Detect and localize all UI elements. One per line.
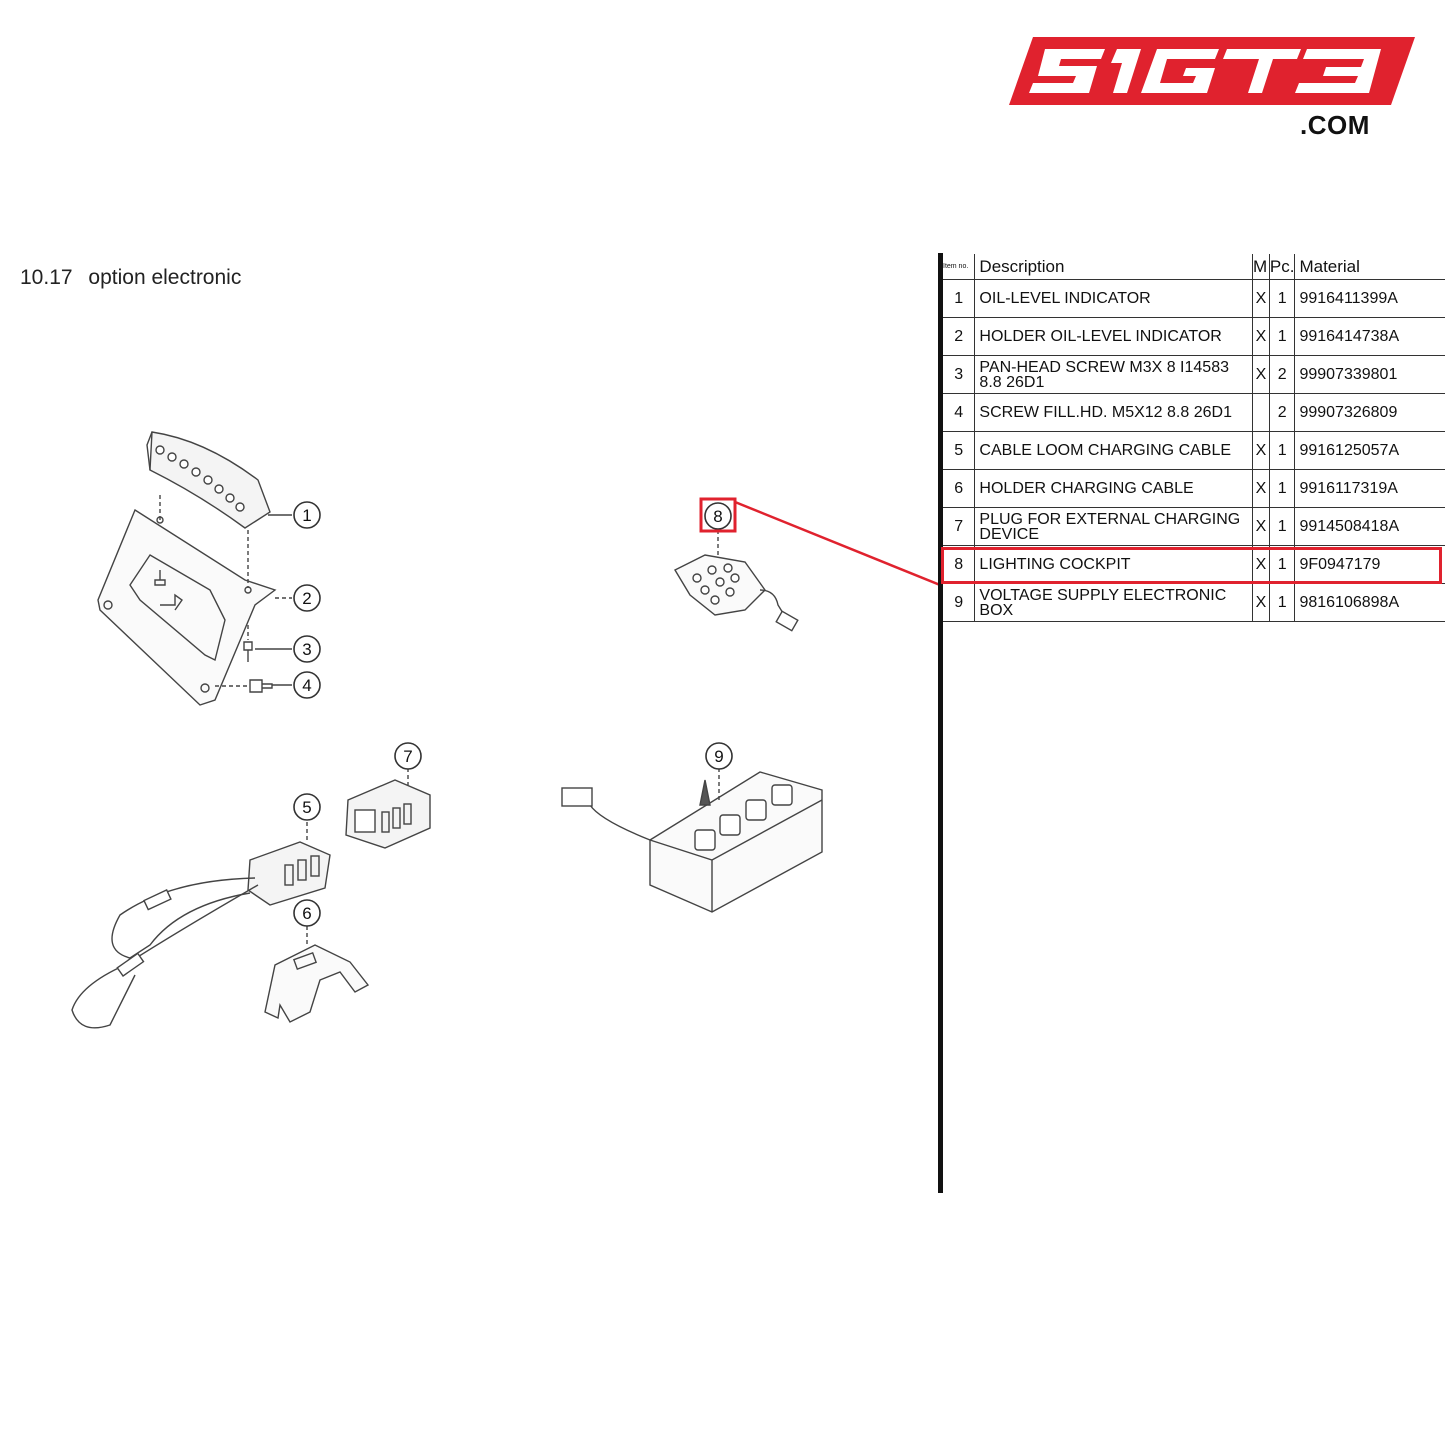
holder-plate-drawing: [97, 495, 277, 706]
header-description: Description: [974, 254, 1253, 280]
cell-material: 9816106898A: [1294, 583, 1445, 622]
table-row[interactable]: 1 OIL-LEVEL INDICATOR X 1 9916411399A: [943, 279, 1445, 318]
cell-m: X: [1252, 279, 1270, 318]
cell-description: CABLE LOOM CHARGING CABLE: [974, 431, 1253, 470]
plug-drawing: [345, 768, 431, 849]
cell-item: 9: [943, 583, 976, 622]
voltage-supply-box-drawing: [561, 768, 823, 913]
table-row[interactable]: 2 HOLDER OIL-LEVEL INDICATOR X 1 9916414…: [943, 317, 1445, 356]
parts-table: Item no. Description M Pc. Material 1 OI…: [943, 254, 1445, 622]
table-row[interactable]: 4 SCREW FILL.HD. M5X12 8.8 26D1 2 999073…: [943, 393, 1445, 432]
callout-8: 8: [713, 507, 722, 526]
cell-item: 6: [943, 469, 976, 508]
header-pc: Pc.: [1269, 254, 1296, 280]
cell-material: 9916411399A: [1294, 279, 1445, 318]
cell-item: 1: [943, 279, 976, 318]
cell-m: [1252, 393, 1270, 432]
cell-pc: 1: [1269, 431, 1296, 470]
callout-6: 6: [302, 904, 311, 923]
cell-pc: 1: [1269, 469, 1296, 508]
callout-7: 7: [403, 747, 412, 766]
holder-charging-cable-drawing: [264, 926, 370, 1023]
table-row[interactable]: 7 PLUG FOR EXTERNAL CHARGING DEVICE X 1 …: [943, 507, 1445, 546]
cell-description: HOLDER CHARGING CABLE: [974, 469, 1253, 508]
callout-2: 2: [302, 589, 311, 608]
charging-cable-drawing: [71, 822, 331, 1029]
header-m: M: [1252, 254, 1270, 280]
callout-3: 3: [302, 640, 311, 659]
cell-material: 9F0947179: [1294, 545, 1445, 584]
cell-description: LIGHTING COCKPIT: [974, 545, 1253, 584]
parts-diagram: 1 2 3 4 5 6 7 8 9: [71, 431, 940, 1029]
callout-8-highlight: [699, 497, 737, 533]
cell-material: 9916117319A: [1294, 469, 1445, 508]
cell-pc: 1: [1269, 317, 1296, 356]
oil-level-indicator-drawing: [146, 431, 271, 529]
lighting-cockpit-drawing: [674, 530, 799, 632]
cell-pc: 1: [1269, 279, 1296, 318]
section-name: option electronic: [88, 266, 242, 289]
cell-description: PLUG FOR EXTERNAL CHARGING DEVICE: [974, 507, 1253, 546]
cell-material: 99907339801: [1294, 355, 1445, 394]
table-row[interactable]: 9 VOLTAGE SUPPLY ELECTRONIC BOX X 1 9816…: [943, 583, 1445, 622]
cell-description: VOLTAGE SUPPLY ELECTRONIC BOX: [974, 583, 1253, 622]
cell-material: 9916414738A: [1294, 317, 1445, 356]
callout-9: 9: [714, 747, 723, 766]
cell-m: X: [1252, 469, 1270, 508]
table-row[interactable]: 5 CABLE LOOM CHARGING CABLE X 1 99161250…: [943, 431, 1445, 470]
row-highlight-box: [941, 547, 1442, 584]
screw-drawing: [215, 679, 273, 693]
section-number: 10.17: [20, 266, 73, 289]
table-divider-bar: [938, 253, 943, 1193]
table-row[interactable]: 6 HOLDER CHARGING CABLE X 1 9916117319A: [943, 469, 1445, 508]
cell-description: PAN-HEAD SCREW M3X 8 I14583 8.8 26D1: [974, 355, 1253, 394]
cell-item: 5: [943, 431, 976, 470]
cell-description: OIL-LEVEL INDICATOR: [974, 279, 1253, 318]
callout-4: 4: [302, 676, 311, 695]
sigt3-logo: [1009, 37, 1415, 105]
logo-domain-suffix: .COM: [1300, 110, 1370, 140]
header-item-no: Item no.: [943, 254, 976, 280]
screw-small-drawing: [243, 625, 253, 662]
cell-pc: 2: [1269, 393, 1296, 432]
cell-pc: 1: [1269, 583, 1296, 622]
cell-m: X: [1252, 355, 1270, 394]
header-material: Material: [1294, 254, 1445, 280]
cell-item: 3: [943, 355, 976, 394]
highlight-connector-line: [734, 500, 940, 587]
cell-m: X: [1252, 583, 1270, 622]
table-row[interactable]: 3 PAN-HEAD SCREW M3X 8 I14583 8.8 26D1 X…: [943, 355, 1445, 394]
table-header-row: Item no. Description M Pc. Material: [943, 254, 1445, 280]
callout-1: 1: [302, 506, 311, 525]
section-title: 10.17 option electronic: [20, 266, 241, 290]
cell-description: SCREW FILL.HD. M5X12 8.8 26D1: [974, 393, 1253, 432]
cell-material: 9916125057A: [1294, 431, 1445, 470]
cell-material: 99907326809: [1294, 393, 1445, 432]
cell-m: X: [1252, 317, 1270, 356]
cell-pc: 2: [1269, 355, 1296, 394]
cell-m: X: [1252, 431, 1270, 470]
cell-m: X: [1252, 507, 1270, 546]
cell-pc: 1: [1269, 507, 1296, 546]
cell-description: HOLDER OIL-LEVEL INDICATOR: [974, 317, 1253, 356]
cell-material: 9914508418A: [1294, 507, 1445, 546]
cell-item: 7: [943, 507, 976, 546]
cell-item: 2: [943, 317, 976, 356]
callout-5: 5: [302, 798, 311, 817]
cell-item: 4: [943, 393, 976, 432]
